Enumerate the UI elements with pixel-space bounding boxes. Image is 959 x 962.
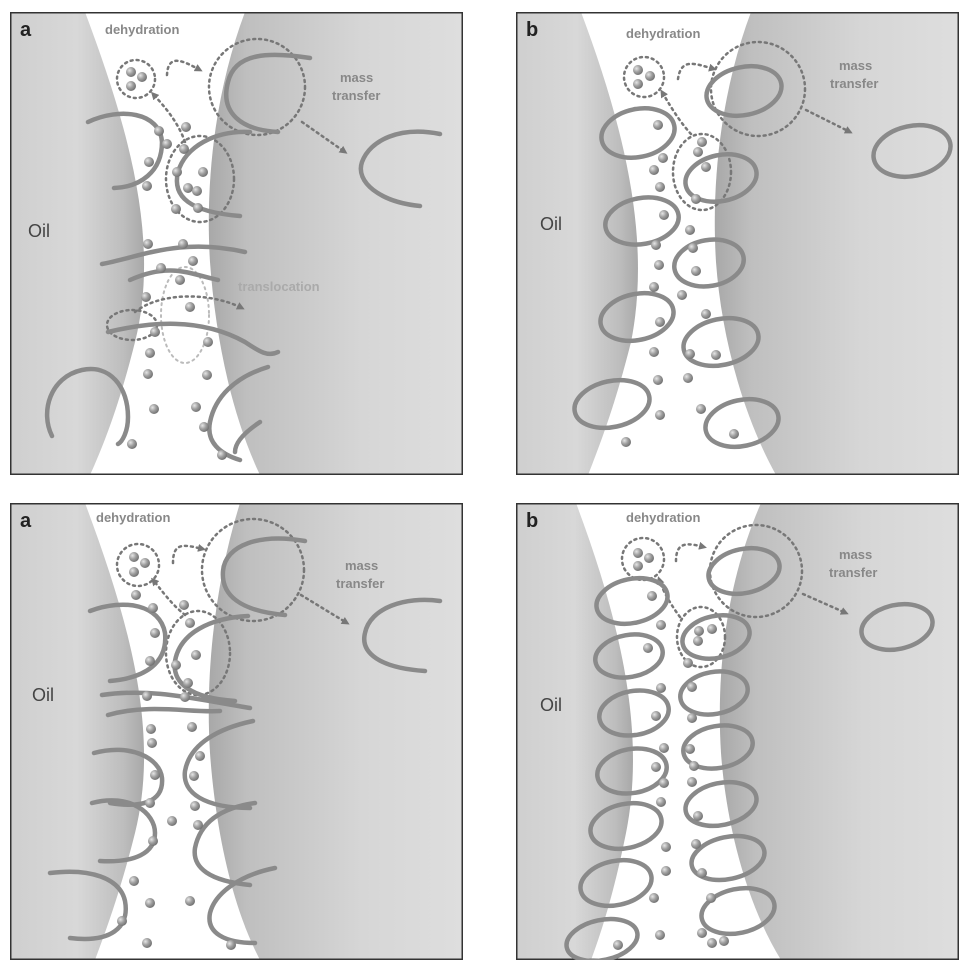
panel-a-bottom: a dehydration mass transfer Oil	[10, 503, 463, 960]
panel-a-top: a dehydration mass transfer Oil transloc…	[10, 12, 463, 475]
dehydration-label: dehydration	[105, 22, 179, 37]
oil-right	[209, 12, 463, 475]
transfer-label: transfer	[830, 76, 878, 91]
oil-label: Oil	[540, 214, 562, 234]
oil-label: Oil	[32, 685, 54, 705]
panel-b-bottom: b dehydration mass transfer Oil	[516, 503, 959, 960]
panel-letter: a	[20, 19, 32, 41]
transfer-label: transfer	[829, 565, 877, 580]
dehydration-label: dehydration	[626, 510, 700, 525]
panel-letter: b	[526, 19, 538, 41]
oil-right	[209, 503, 463, 960]
mass-label: mass	[345, 558, 378, 573]
oil-label: Oil	[540, 695, 562, 715]
dehydration-label: dehydration	[96, 510, 170, 525]
dehydration-label: dehydration	[626, 26, 700, 41]
translocation-label: translocation	[238, 279, 320, 294]
panel-letter: a	[20, 510, 32, 532]
mass-label: mass	[839, 547, 872, 562]
transfer-label: transfer	[336, 576, 384, 591]
mass-label: mass	[340, 70, 373, 85]
panel-letter: b	[526, 510, 538, 532]
oil-label: Oil	[28, 221, 50, 241]
panel-b-top: b dehydration mass transfer Oil	[516, 12, 959, 475]
mass-label: mass	[839, 58, 872, 73]
transfer-label: transfer	[332, 88, 380, 103]
